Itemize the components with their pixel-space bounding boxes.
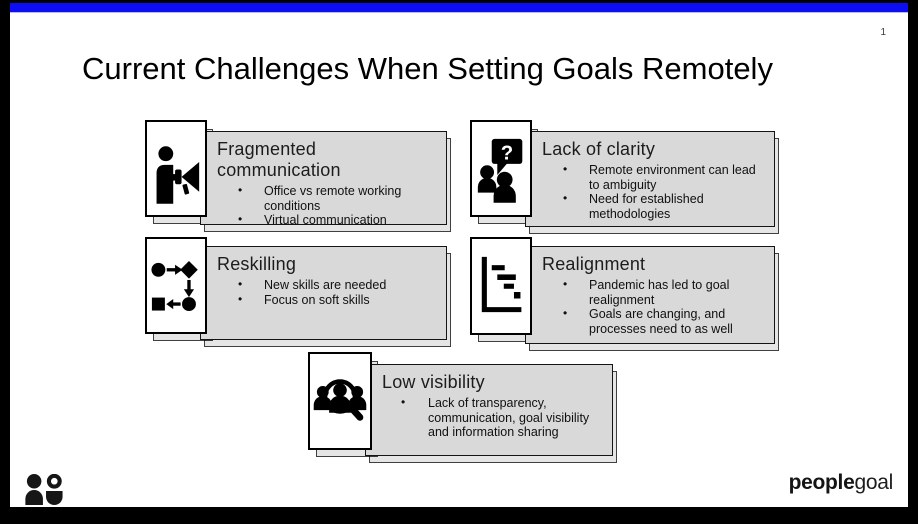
logo-text-goal: goal xyxy=(854,471,893,494)
bullet-list: • Pandemic has led to goal realignment •… xyxy=(526,277,774,336)
flowchart-icon xyxy=(148,242,204,330)
bullet-item: • Need for established methodologies xyxy=(563,191,766,221)
bullet-dot: • xyxy=(563,306,568,320)
challenge-box-reskilling: Reskilling • New skills are needed • Foc… xyxy=(200,246,451,347)
peoplegoal-mark-icon xyxy=(25,473,65,507)
bullet-item: • Office vs remote working conditions xyxy=(238,183,438,213)
bullet-text: Pandemic has led to goal realignment xyxy=(589,278,730,307)
bullet-text: New skills are needed xyxy=(264,278,387,292)
challenge-box-low-visibility: Low visibility • Lack of transparency, c… xyxy=(365,364,617,463)
bullet-dot: • xyxy=(238,291,243,306)
slide-canvas: 1 Current Challenges When Setting Goals … xyxy=(10,3,908,507)
box-title: Realignment xyxy=(542,254,646,274)
icon-box-fragmented-communication xyxy=(145,120,213,224)
top-accent-bar xyxy=(10,3,908,13)
bullet-dot: • xyxy=(238,277,243,291)
bullet-item: • New skills are needed xyxy=(238,277,438,293)
bullet-text: Virtual communication xyxy=(264,213,387,227)
bullet-text: Focus on soft skills xyxy=(264,292,370,307)
bullet-text: Goals are changing, and processes need t… xyxy=(589,307,733,336)
bullet-item: • Pandemic has led to goal realignment xyxy=(563,277,766,307)
bullet-dot: • xyxy=(563,277,568,291)
bullet-dot: • xyxy=(238,183,243,197)
page-number: 1 xyxy=(880,27,886,38)
icon-box-low-visibility xyxy=(308,352,378,457)
challenge-box-lack-of-clarity: Lack of clarity • Remote environment can… xyxy=(525,131,779,234)
box-title: Lack of clarity xyxy=(542,139,656,159)
bullet-list: • Remote environment can lead to ambigui… xyxy=(526,162,774,221)
bullet-dot: • xyxy=(401,395,406,409)
question-bubble-people-icon: ? xyxy=(473,125,529,213)
bullet-list: • New skills are needed • Focus on soft … xyxy=(201,277,446,308)
bullet-item: • Virtual communication xyxy=(238,212,438,228)
icon-box-reskilling xyxy=(145,237,213,341)
bullet-text: Need for established methodologies xyxy=(589,192,704,221)
megaphone-person-icon xyxy=(148,125,204,213)
bullet-item: • Remote environment can lead to ambigui… xyxy=(563,162,766,192)
peoplegoal-logo: peoplegoal xyxy=(788,471,894,495)
svg-text:?: ? xyxy=(501,142,513,164)
box-title: Reskilling xyxy=(217,254,297,274)
box-title: Low visibility xyxy=(382,372,485,392)
bullet-item: • Focus on soft skills xyxy=(238,291,438,308)
bullet-text: Office vs remote working conditions xyxy=(264,184,402,213)
people-magnifier-icon xyxy=(311,356,369,446)
logo-text-people: people xyxy=(788,471,855,494)
icon-box-realignment xyxy=(470,237,538,342)
slide-title: Current Challenges When Setting Goals Re… xyxy=(82,51,773,86)
bullet-text: Lack of transparency, communication, goa… xyxy=(428,396,590,439)
bullet-list: • Lack of transparency, communication, g… xyxy=(366,395,612,440)
bullet-text: Remote environment can lead to ambiguity xyxy=(589,163,756,192)
bullet-dot: • xyxy=(238,212,243,226)
bullet-dot: • xyxy=(563,191,568,205)
bullet-list: • Office vs remote working conditions • … xyxy=(201,183,446,228)
bullet-item: • Goals are changing, and processes need… xyxy=(563,306,766,336)
challenge-box-fragmented-communication: Fragmented communication • Office vs rem… xyxy=(200,131,451,232)
challenge-box-realignment: Realignment • Pandemic has led to goal r… xyxy=(525,246,779,351)
gantt-chart-icon xyxy=(473,242,529,330)
bullet-item: • Lack of transparency, communication, g… xyxy=(401,395,604,440)
box-title: Fragmented communication xyxy=(217,139,341,180)
bullet-dot: • xyxy=(563,162,568,176)
icon-box-lack-of-clarity: ? xyxy=(470,120,538,224)
